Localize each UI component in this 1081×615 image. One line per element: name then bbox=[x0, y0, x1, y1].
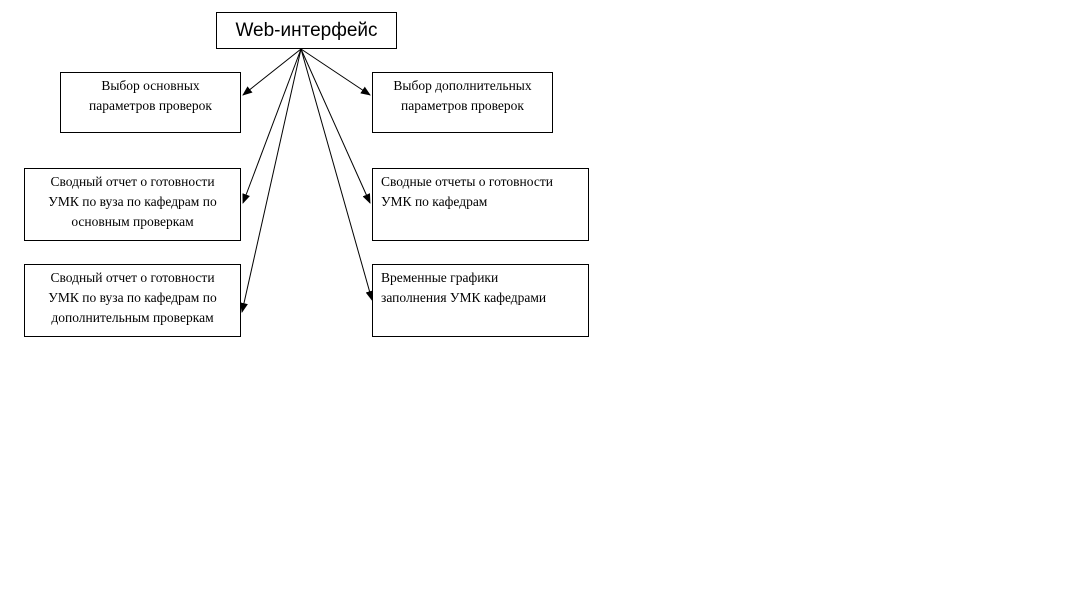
node-summary-report-basic-checks: Сводный отчет о готовности УМК по вуза п… bbox=[24, 168, 241, 241]
node-schedule-charts: Временные графики заполнения УМК кафедра… bbox=[372, 264, 589, 337]
edge-root-to-basic-params bbox=[242, 48, 302, 96]
edge-root-to-extra-params bbox=[300, 48, 371, 96]
edge-root-to-schedule bbox=[300, 48, 374, 301]
root-node-web-interface: Web-интерфейс bbox=[216, 12, 397, 49]
edge-root-to-summary-extra bbox=[240, 48, 302, 313]
node-summary-reports-by-department: Сводные отчеты о готовности УМК по кафед… bbox=[372, 168, 589, 241]
edge-root-to-summary-dept bbox=[300, 48, 371, 204]
node-basic-check-params: Выбор основных параметров проверок bbox=[60, 72, 241, 133]
edge-root-to-summary-basic bbox=[242, 48, 302, 204]
node-summary-report-extra-checks: Сводный отчет о готовности УМК по вуза п… bbox=[24, 264, 241, 337]
node-extra-check-params: Выбор дополнительных параметров проверок bbox=[372, 72, 553, 133]
